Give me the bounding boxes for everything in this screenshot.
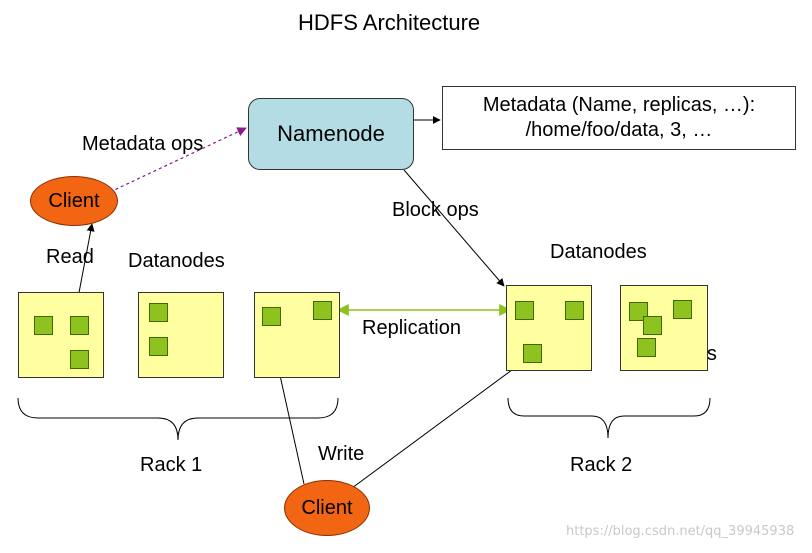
block [313,301,332,320]
datanode-rack1-3 [254,292,340,378]
metadata-ops-label: Metadata ops [82,133,204,155]
rack2-brace [507,397,711,439]
client-bottom: Client [284,480,370,536]
datanodes-rack1-label: Datanodes [128,250,225,272]
watermark: https://blog.csdn.net/qq_39945938 [566,524,795,539]
block [523,344,542,363]
read-label: Read [46,246,94,268]
client-top-label: Client [48,189,100,212]
block [643,316,662,335]
datanode-rack1-1 [18,292,104,378]
metadata-line2: /home/foo/data, 3, … [525,119,713,141]
namenode-label: Namenode [277,121,385,146]
block [565,301,584,320]
metadata-line1: Metadata (Name, replicas, …): [482,94,756,116]
rack2-label: Rack 2 [570,454,633,476]
block [149,303,168,322]
namenode-box: Namenode [248,98,414,170]
metadata-ops-arrow [109,127,247,193]
client-bottom-label: Client [301,496,353,519]
write-label: Write [318,443,365,465]
block-ops-label: Block ops [392,199,479,221]
client-top: Client [30,176,118,226]
write-arrow-rack2 [351,363,521,489]
diagram-title: HDFS Architecture [298,10,481,35]
read-arrow [77,223,95,299]
replication-label: Replication [362,317,461,339]
block [673,300,692,319]
block [149,337,168,356]
datanode-rack1-2 [138,292,224,378]
datanode-rack2-1 [506,285,592,371]
metadata-box: Metadata (Name, replicas, …): /home/foo/… [442,86,796,150]
rack1-brace [17,397,339,441]
block-ops-arrow [403,169,505,287]
datanode-rack2-2 [620,285,708,371]
block [70,350,89,369]
rack1-label: Rack 1 [140,454,203,476]
datanodes-rack2-label: Datanodes [550,241,647,263]
block [70,316,89,335]
block [515,301,534,320]
block [34,316,53,335]
block [262,307,281,326]
block [637,338,656,357]
